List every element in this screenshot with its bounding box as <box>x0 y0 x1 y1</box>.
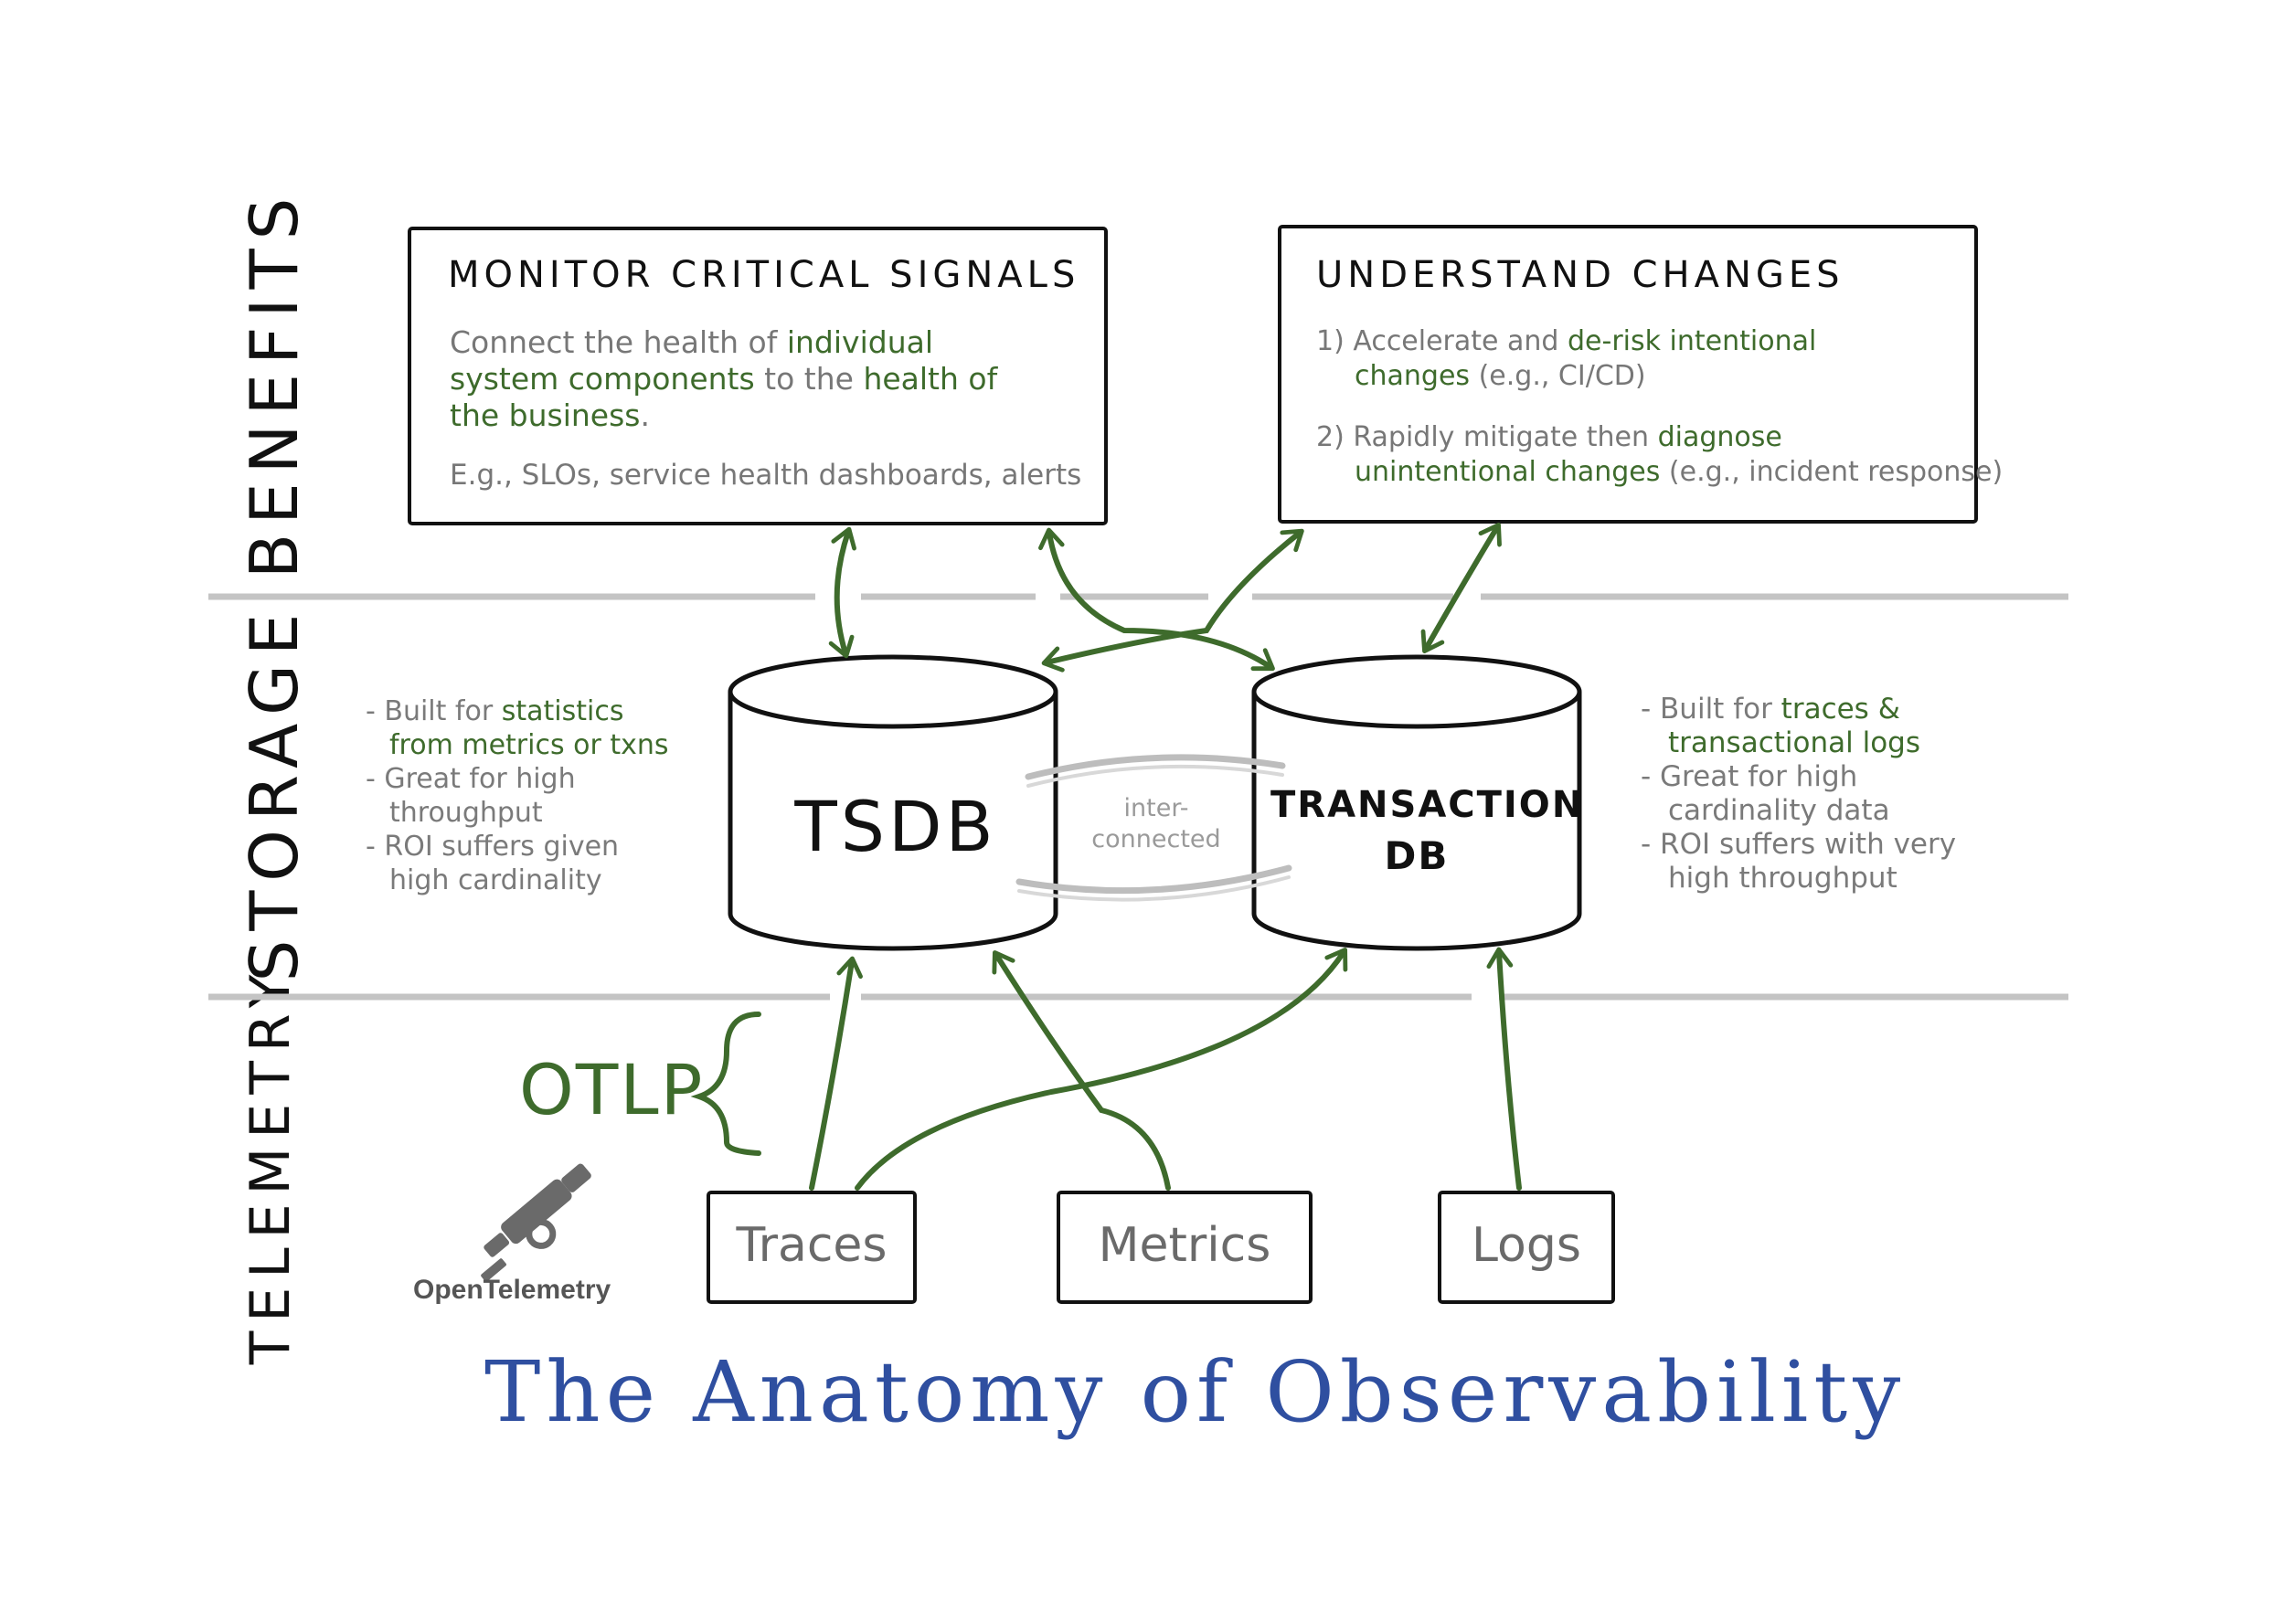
understand-text-7: unintentional changes <box>1355 456 1661 488</box>
otlp-label: OTLP <box>519 1049 705 1130</box>
logs-box <box>1438 1191 1615 1304</box>
txn-note-4: cardinality data <box>1668 794 1890 827</box>
tsdb-notes: - Built for statistics from metrics or t… <box>366 694 669 897</box>
monitor-example: E.g., SLOs, service health dashboards, a… <box>450 459 1082 492</box>
traces-label: Traces <box>736 1218 888 1273</box>
understand-title: UNDERSTAND CHANGES <box>1316 254 1844 296</box>
tsdb-note-2: from metrics or txns <box>389 729 669 761</box>
understand-text-1: 1) Accelerate and <box>1316 325 1568 357</box>
opentelemetry-logo-icon <box>481 1163 591 1282</box>
transaction-db-label-line1: TRANSACTION <box>1270 784 1585 826</box>
understand-text-2: de-risk intentional <box>1568 325 1817 357</box>
monitor-text-7: . <box>640 397 650 433</box>
transaction-db-cylinder <box>1251 654 1582 951</box>
understand-text-8: (e.g., incident response) <box>1660 456 2004 488</box>
monitor-box <box>408 227 1108 525</box>
txn-note-1b: traces & <box>1780 693 1900 726</box>
transaction-db-label-line2: DB <box>1384 833 1450 878</box>
metrics-box <box>1057 1191 1313 1304</box>
understand-box <box>1278 225 1978 524</box>
txn-note-5: - ROI suffers with very <box>1641 828 1957 861</box>
tsdb-cylinder <box>728 654 1058 951</box>
arrow-understand-txn <box>1420 523 1502 654</box>
page-title: The Anatomy of Observability <box>484 1343 1907 1441</box>
traces-box <box>707 1191 917 1304</box>
understand-text-4: (e.g., CI/CD) <box>1470 360 1646 392</box>
tsdb-note-6: high cardinality <box>389 864 602 896</box>
transaction-db-notes: - Built for traces & transactional logs … <box>1641 693 1956 895</box>
understand-item-2: 2) Rapidly mitigate then diagnose uninte… <box>1316 420 2003 490</box>
arrow-metrics-tsdb <box>992 950 1171 1191</box>
monitor-text-4: to the <box>754 361 864 397</box>
txn-note-1a: - Built for <box>1641 693 1781 726</box>
logs-label: Logs <box>1472 1218 1581 1273</box>
tsdb-note-5: - ROI suffers given <box>366 831 620 863</box>
metrics-label: Metrics <box>1098 1218 1271 1273</box>
tsdb-label: TSDB <box>794 786 997 867</box>
interconnected-line-1: inter- <box>1123 794 1189 822</box>
monitor-text-3: system components <box>450 361 755 397</box>
arrow-logs-txn <box>1486 947 1522 1191</box>
monitor-text-6: the business <box>450 397 641 433</box>
txn-note-3: - Great for high <box>1641 760 1858 793</box>
monitor-text-1: Connect the health of <box>450 324 787 360</box>
monitor-description: Connect the health of individual system … <box>450 324 1090 434</box>
monitor-text-2: individual <box>786 324 933 360</box>
opentelemetry-wordmark: OpenTelemetry <box>413 1275 611 1305</box>
understand-text-5: 2) Rapidly mitigate then <box>1316 421 1658 453</box>
interconnected-label: inter- connected <box>1083 793 1229 855</box>
understand-item-1: 1) Accelerate and de-risk intentional ch… <box>1316 324 1816 394</box>
arrow-traces-tsdb <box>809 956 863 1191</box>
tsdb-note-3: - Great for high <box>366 763 576 795</box>
arrow-traces-txn <box>855 948 1348 1191</box>
understand-text-3: changes <box>1355 360 1471 392</box>
otlp-brace <box>690 1012 761 1156</box>
monitor-title: MONITOR CRITICAL SIGNALS <box>448 254 1080 296</box>
txn-note-2: transactional logs <box>1668 726 1920 759</box>
arrow-monitor-tsdb <box>828 526 856 659</box>
interconnected-line-2: connected <box>1091 825 1221 853</box>
interconnect-tubes <box>1015 754 1292 902</box>
understand-text-6: diagnose <box>1657 421 1782 453</box>
monitor-text-5: health of <box>863 361 998 397</box>
arrow-monitor-txn <box>1038 527 1275 672</box>
txn-note-6: high throughput <box>1668 862 1897 895</box>
tsdb-note-1a: - Built for <box>366 695 502 727</box>
tsdb-note-1b: statistics <box>501 695 624 727</box>
tsdb-note-4: throughput <box>389 797 543 829</box>
